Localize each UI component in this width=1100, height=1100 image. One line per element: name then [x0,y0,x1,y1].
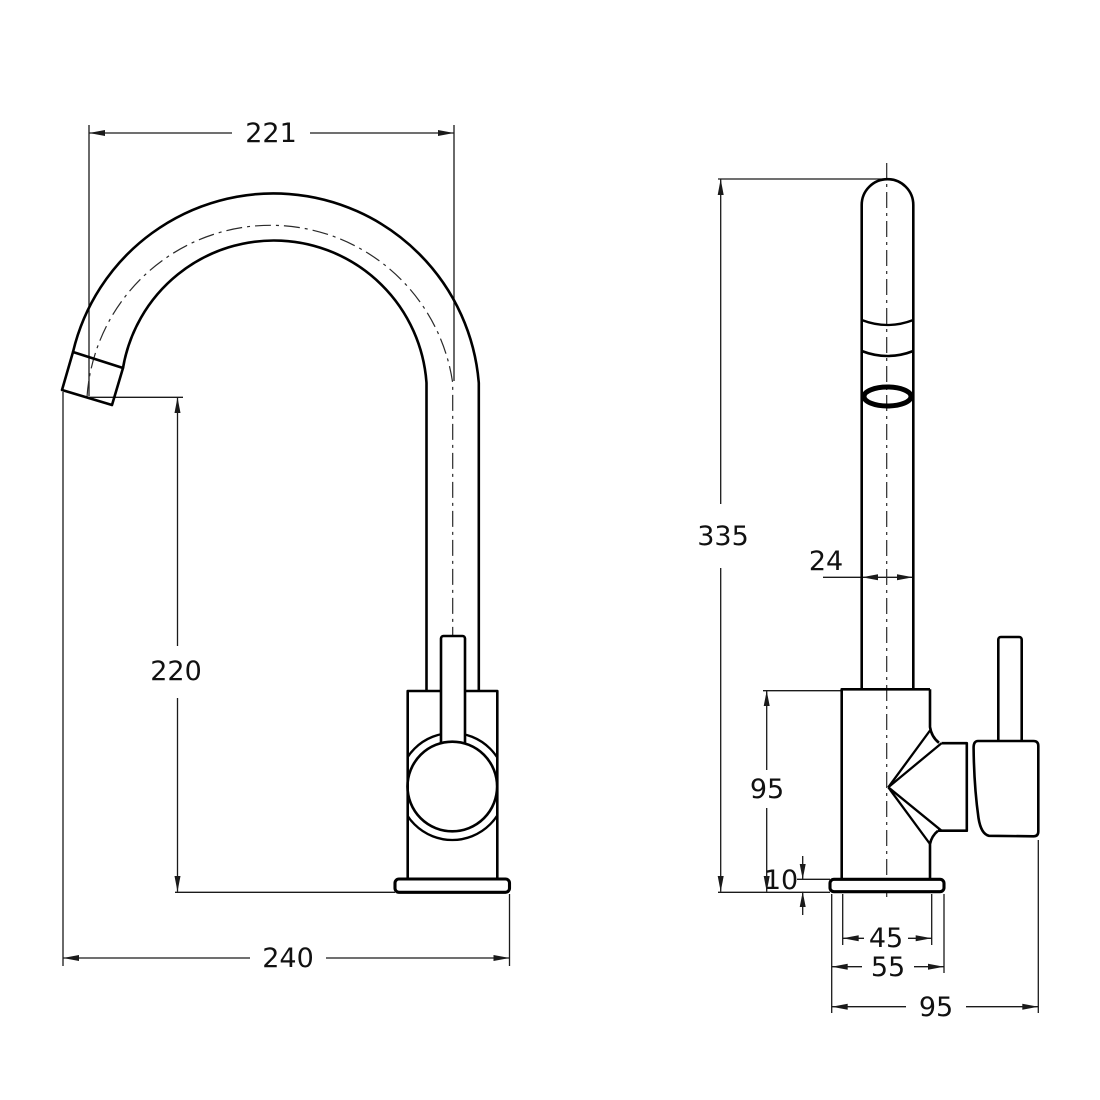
front-base-plate [393,877,512,894]
dim-label-overall-width: 95 [919,992,953,1023]
dim-label-spout-tip-height: 220 [150,656,202,687]
dim-label-overall-depth: 240 [262,943,314,974]
dim-label-pipe-diameter: 24 [809,546,843,577]
front-view-dimension-lines [62,125,511,966]
side-handle-housing [972,739,1040,838]
dim-label-base-width: 55 [871,952,905,983]
side-pipe-ring-lower [861,349,914,358]
dim-label-body-height: 95 [750,774,784,805]
front-spout-outline [60,192,481,691]
dim-label-total-height: 335 [697,521,749,552]
dim-label-body-width: 45 [869,923,903,954]
side-base-plate [828,877,946,894]
side-pipe-ring-upper [861,318,914,327]
side-view: 335 24 95 10 45 55 95 [697,163,1040,1023]
front-spout-tip [60,350,125,407]
side-handle-cone [887,729,969,845]
side-outlet-aerator [861,384,914,409]
front-handle-stem [439,634,467,750]
front-spout-centerline [86,224,454,742]
dim-label-spout-reach: 221 [245,118,297,149]
front-handle-knob [406,740,499,833]
dim-label-base-thickness: 10 [764,865,798,896]
side-handle-stem [996,635,1023,749]
front-view: 221 220 240 [60,118,512,974]
side-pipe [860,177,915,689]
side-view-dimension-lines [717,178,1039,1013]
